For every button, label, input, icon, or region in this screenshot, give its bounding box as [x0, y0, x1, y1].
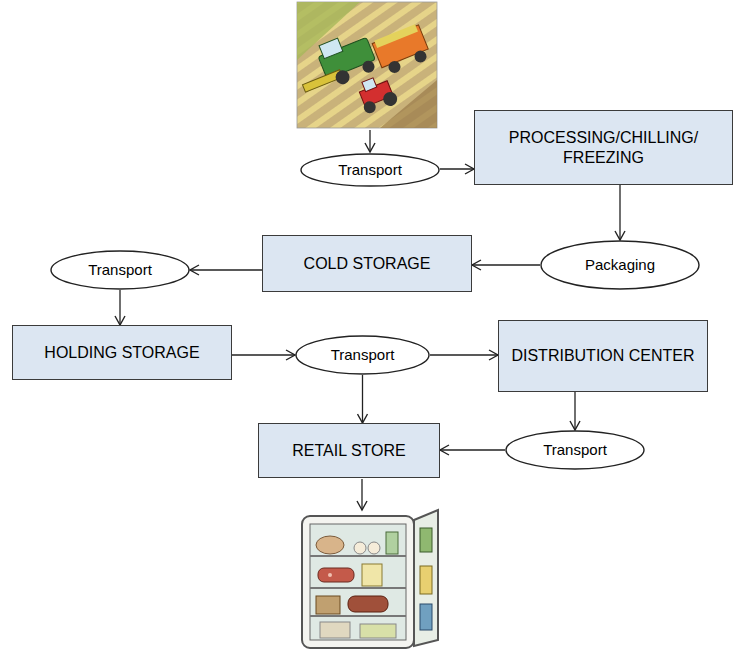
node-label: DISTRIBUTION CENTER — [511, 346, 694, 365]
flow-arrow — [119, 290, 120, 325]
transport-step: Transport — [50, 250, 190, 290]
node-label: HOLDING STORAGE — [44, 343, 199, 362]
flow-arrow — [574, 392, 575, 430]
node-label: Transport — [338, 161, 402, 179]
transport-step: Transport — [300, 153, 440, 187]
node-label: Transport — [543, 441, 607, 459]
node-label: Packaging — [585, 256, 655, 274]
node-label: PROCESSING/CHILLING/ FREEZING — [475, 128, 732, 166]
flow-arrow — [361, 479, 362, 510]
storage-box: HOLDING STORAGE — [12, 325, 232, 380]
retail-box: RETAIL STORE — [258, 423, 440, 478]
process-box: PROCESSING/CHILLING/ FREEZING — [474, 110, 733, 185]
flow-arrow — [232, 354, 295, 355]
flow-arrow — [362, 375, 363, 423]
packaging-step: Packaging — [540, 240, 700, 290]
node-label: Transport — [88, 261, 152, 279]
flow-arrow — [430, 354, 498, 355]
refrigerator-illustration — [302, 510, 438, 648]
node-label: Transport — [331, 346, 395, 364]
flow-arrow — [440, 449, 505, 450]
transport-step: Transport — [295, 335, 430, 375]
storage-box: COLD STORAGE — [262, 235, 472, 292]
node-label: COLD STORAGE — [304, 254, 431, 273]
flow-arrow — [619, 185, 620, 240]
transport-step: Transport — [505, 430, 645, 470]
node-label: RETAIL STORE — [292, 441, 406, 460]
distribution-box: DISTRIBUTION CENTER — [498, 320, 708, 392]
flow-arrow — [369, 130, 370, 152]
flow-arrow — [440, 168, 474, 169]
flow-arrow — [190, 269, 262, 270]
flow-arrow — [472, 264, 540, 265]
farm-illustration — [291, 2, 443, 134]
